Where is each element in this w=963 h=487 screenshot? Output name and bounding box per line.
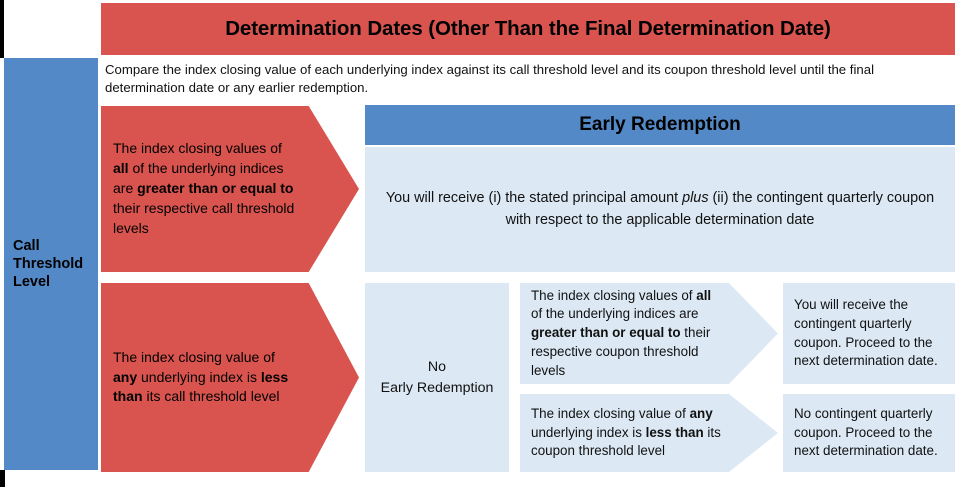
outcome-no-coupon-text: No contingent quarterly coupon. Proceed … [794,405,938,459]
arrow-call-threshold-met: The index closing values of all of the u… [101,106,359,272]
early-redemption-header: Early Redemption [365,105,955,145]
arrow-call-threshold-not-met-text: The index closing value of any underlyin… [113,348,289,405]
instruction-banner: Compare the index closing value of each … [105,58,955,103]
edge-mark-top [0,0,4,58]
outcome-coupon-paid: You will receive the contingent quarterl… [783,283,955,384]
arrow-coupon-threshold-met-text: The index closing values of all of the u… [531,287,712,378]
arrow-coupon-threshold-met: The index closing values of all of the u… [520,283,778,384]
outcome-no-coupon: No contingent quarterly coupon. Proceed … [783,394,955,472]
no-early-redemption-label: No Early Redemption [380,358,494,396]
early-redemption-body: You will receive (i) the stated principa… [365,147,955,272]
page-title: Determination Dates (Other Than the Fina… [225,17,831,40]
edge-mark-bottom [0,470,5,487]
arrow-call-threshold-not-met: The index closing value of any underlyin… [101,283,359,472]
no-early-redemption-box: No Early Redemption [365,283,509,472]
arrow-coupon-threshold-not-met-text: The index closing value of any underlyin… [531,405,721,459]
outcome-coupon-paid-text: You will receive the contingent quarterl… [794,296,938,369]
diagram-title-bar: Determination Dates (Other Than the Fina… [101,3,955,55]
early-redemption-body-text: You will receive (i) the stated principa… [385,189,935,228]
instruction-text: Compare the index closing value of each … [105,62,875,96]
early-redemption-title: Early Redemption [579,114,741,135]
sidebar-item-label: Call Threshold Level [13,237,84,291]
arrow-coupon-threshold-not-met: The index closing value of any underlyin… [520,394,778,472]
sidebar-call-threshold-level: Call Threshold Level [4,58,98,470]
arrow-call-threshold-met-text: The index closing values of all of the u… [113,140,295,236]
